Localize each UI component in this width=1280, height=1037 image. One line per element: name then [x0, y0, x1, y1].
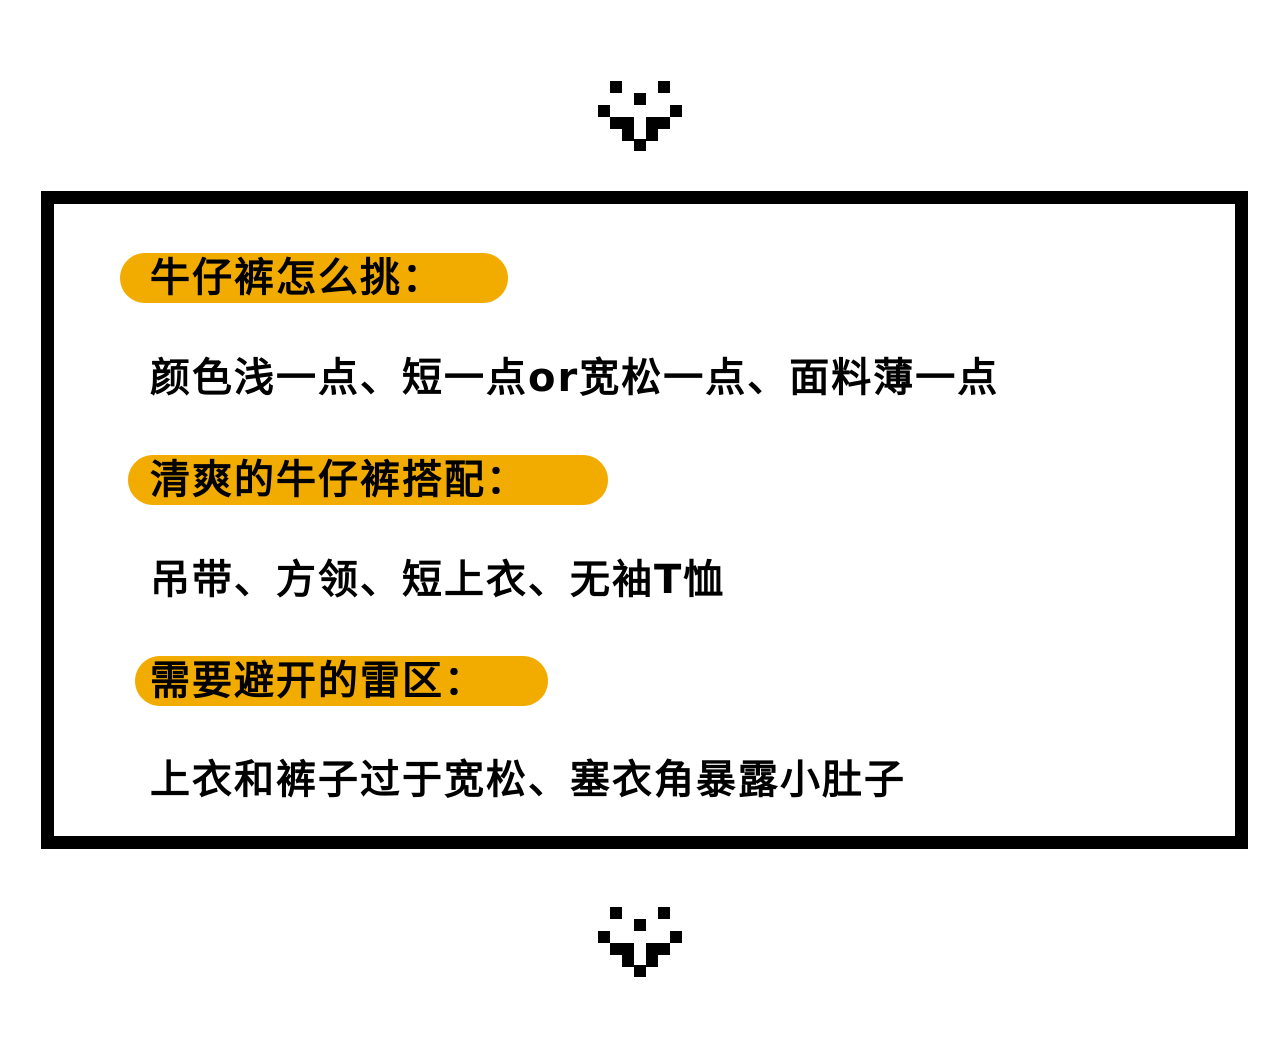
heading-highlight-2	[128, 455, 608, 505]
heading-highlight-3	[135, 656, 548, 706]
body-choose-jeans: 颜色浅一点、短一点or宽松一点、面料薄一点	[150, 355, 1000, 401]
heading-pitfalls: 需要避开的雷区：	[150, 658, 486, 704]
body-pitfalls: 上衣和裤子过于宽松、塞衣角暴露小肚子	[150, 757, 906, 803]
heading-highlight-1	[120, 253, 508, 303]
heading-choose-jeans: 牛仔裤怎么挑：	[150, 255, 444, 301]
pixel-heart-icon	[598, 907, 682, 977]
body-outfit-pairing: 吊带、方领、短上衣、无袖T恤	[150, 557, 726, 603]
pixel-heart-icon	[598, 81, 682, 151]
heading-outfit-pairing: 清爽的牛仔裤搭配：	[150, 457, 528, 503]
